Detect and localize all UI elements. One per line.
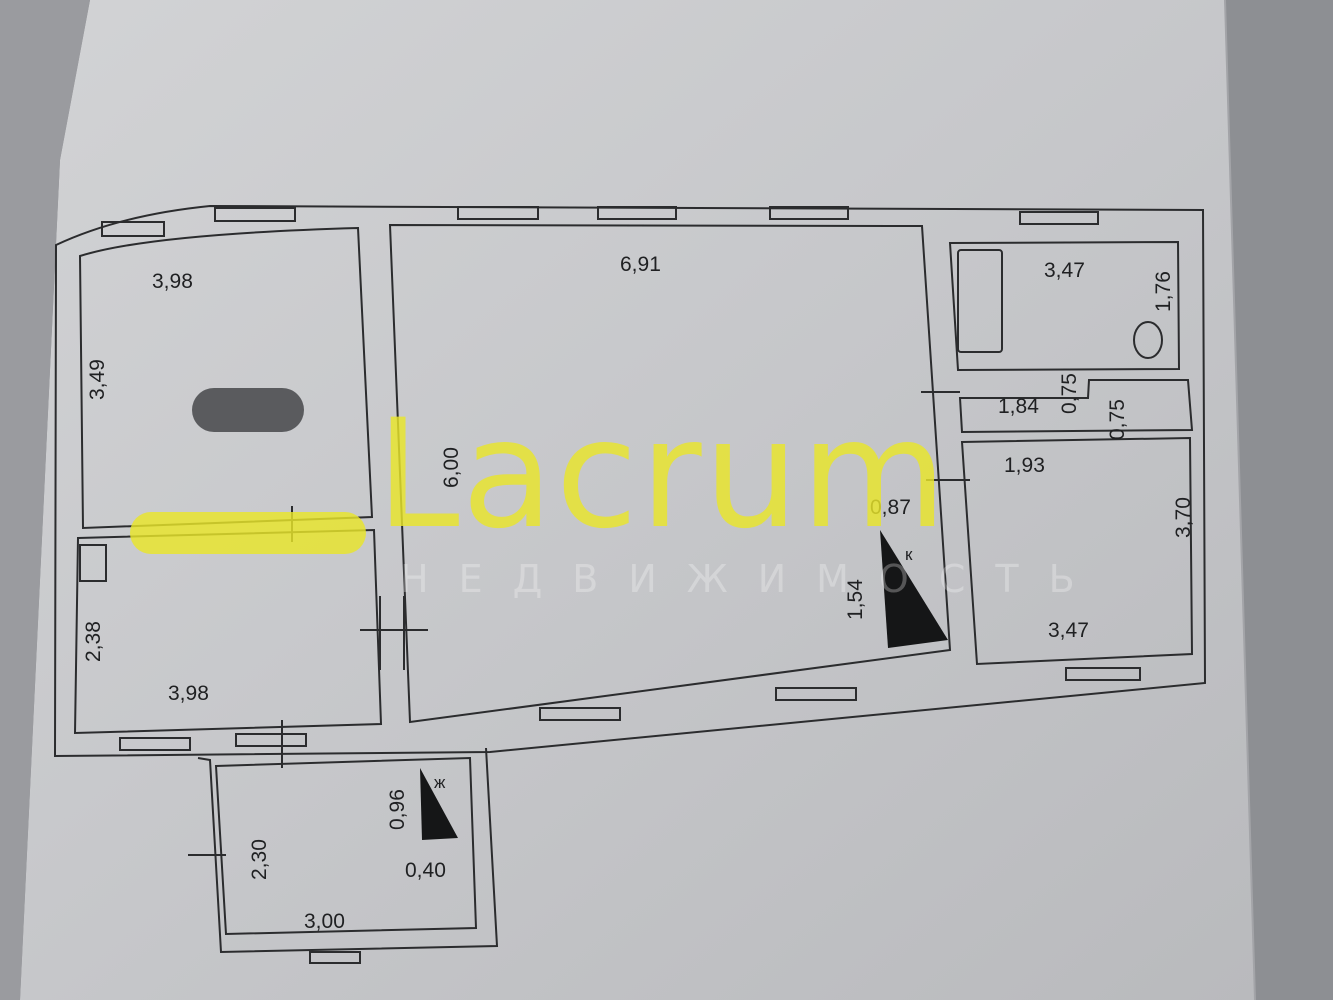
- watermark: Lacrum НЕДВИЖИМОСТЬ: [130, 388, 1105, 601]
- dim-bath-height: 1,76: [1152, 271, 1175, 312]
- dim-top-left-height: 3,49: [86, 359, 109, 400]
- dim-stair-zh-width: 0,40: [405, 859, 446, 882]
- watermark-logo-bar: [130, 512, 366, 554]
- room-porch-outline: [197, 747, 499, 954]
- outer-wall-outline: [53, 204, 1207, 758]
- stair-k-shape: [880, 530, 948, 648]
- window: [597, 206, 677, 220]
- paper-edge: [1224, 0, 1256, 1000]
- dim-right-height: 3,70: [1172, 497, 1195, 538]
- room-corridor-outline: [958, 379, 1194, 434]
- dim-stair-zh-length: 0,96: [386, 789, 409, 830]
- bathtub: [957, 249, 1003, 353]
- dim-corridor2-height: 0,75: [1106, 399, 1129, 440]
- paper-shadow: [0, 0, 90, 1000]
- window: [235, 733, 307, 747]
- window: [775, 687, 857, 701]
- dim-top-left-width: 3,98: [152, 270, 193, 293]
- stair-k-mark: к: [905, 545, 913, 564]
- watermark-tagline: НЕДВИЖИМОСТЬ: [400, 557, 1105, 601]
- dim-stair-k-width: 0,87: [870, 496, 911, 519]
- window: [457, 206, 539, 220]
- window: [309, 951, 361, 964]
- stair-zh-shape: [420, 768, 458, 840]
- room-living-outline: [388, 223, 952, 724]
- dim-living-width: 6,91: [620, 253, 661, 276]
- dim-stair-k-length: 1,54: [844, 579, 867, 620]
- dim-bottom-left-height: 2,38: [82, 621, 105, 662]
- room-bath-outline: [948, 240, 1181, 372]
- sink: [79, 544, 107, 582]
- dim-right-width: 3,47: [1048, 619, 1089, 642]
- window: [119, 737, 191, 751]
- window: [214, 207, 296, 222]
- stair-zh-mark: ж: [434, 773, 446, 792]
- room-top-left-outline: [78, 226, 374, 530]
- dim-corridor-width: 1,84: [998, 395, 1039, 418]
- room-porch-inner: [214, 756, 478, 936]
- dim-porch-height: 2,30: [248, 839, 271, 880]
- dim-corridor-height: 0,75: [1058, 373, 1081, 414]
- window: [1065, 667, 1141, 681]
- window: [1019, 211, 1099, 225]
- watermark-brand: Lacrum: [376, 388, 949, 562]
- dim-porch-width: 3,00: [304, 910, 345, 933]
- window: [539, 707, 621, 721]
- toilet: [1133, 321, 1163, 359]
- paper-sheet: [20, 0, 1255, 1000]
- room-right-outline: [960, 436, 1194, 666]
- window: [769, 206, 849, 220]
- watermark-logo-dot: [192, 388, 304, 432]
- dim-corridor2-width: 1,93: [1004, 454, 1045, 477]
- dim-bath-width: 3,47: [1044, 259, 1085, 282]
- window: [101, 221, 165, 237]
- dim-living-height: 6,00: [440, 447, 463, 488]
- dim-bottom-left-width: 3,98: [168, 682, 209, 705]
